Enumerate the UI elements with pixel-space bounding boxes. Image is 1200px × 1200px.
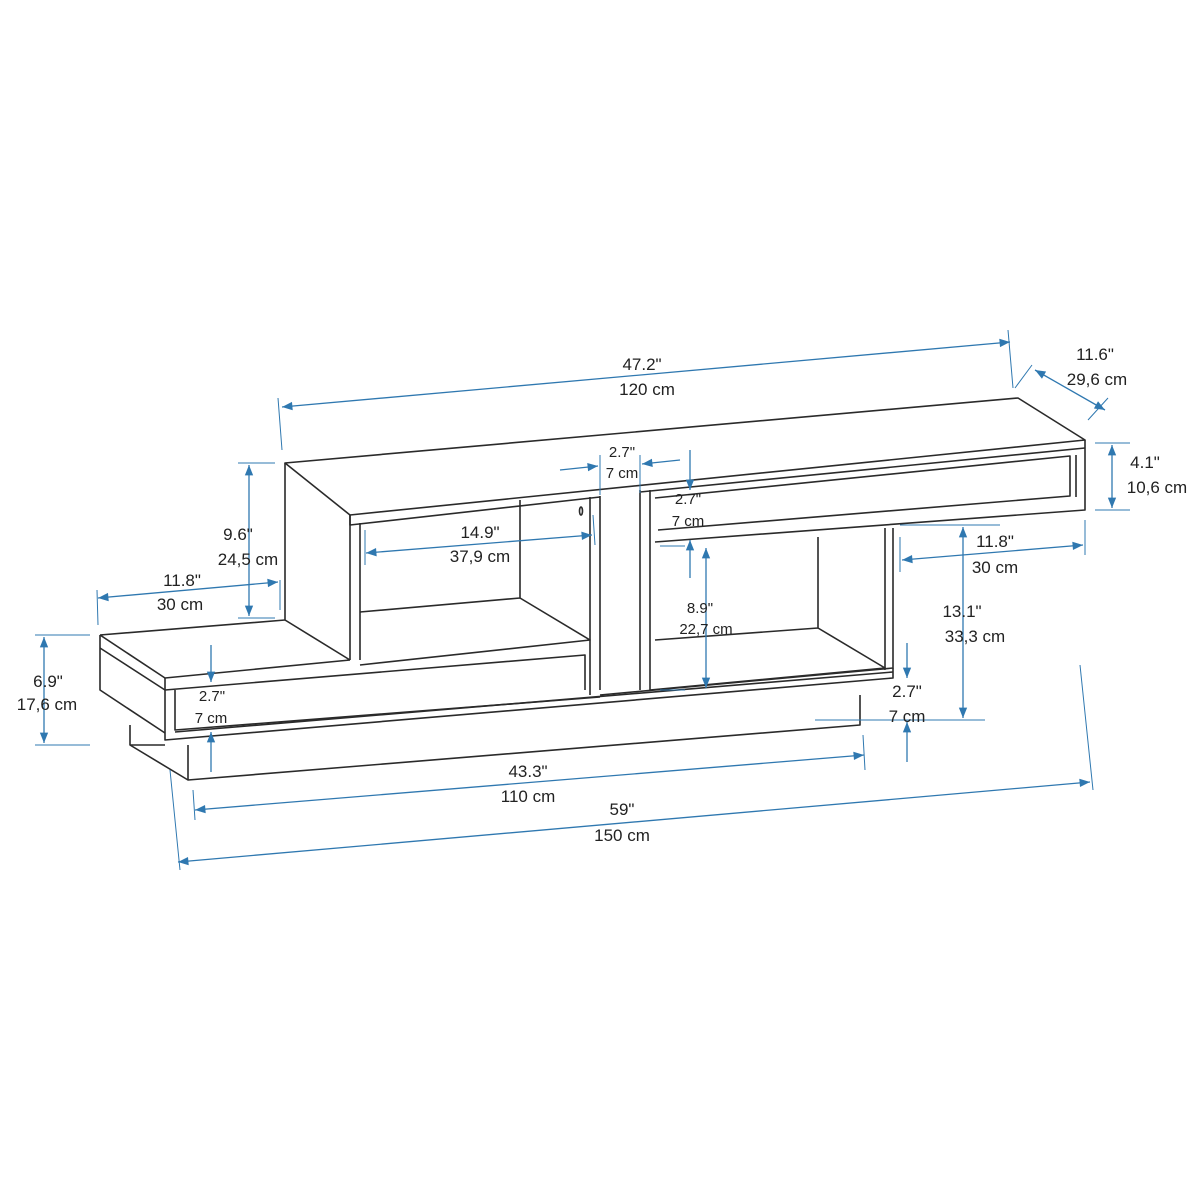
label-left-ledge-cm: 30 cm: [157, 595, 203, 614]
label-bottom-left-height-in: 6.9": [33, 672, 63, 691]
furniture-outline: [99, 397, 1086, 781]
label-overall-width-cm: 150 cm: [594, 826, 650, 845]
label-overall-width-in: 59": [610, 800, 635, 819]
label-base-width-in: 43.3": [508, 762, 547, 781]
label-overall-width-top-in: 47.2": [622, 355, 661, 374]
label-left-cubby-height-in: 9.6": [223, 525, 253, 544]
label-right-top-panel-in: 2.7": [675, 491, 701, 508]
label-right-cubby-height-in: 8.9": [687, 600, 713, 617]
label-base-width-cm: 110 cm: [501, 787, 556, 806]
label-divider-in: 2.7": [609, 444, 635, 461]
label-bottom-right-panel-in: 2.7": [892, 682, 922, 701]
label-divider-cm: 7 cm: [606, 465, 639, 482]
dimension-labels: 47.2" 120 cm 11.6" 29,6 cm 4.1" 10,6 cm …: [17, 345, 1187, 845]
label-depth-in: 11.6": [1076, 345, 1114, 364]
label-left-cubby-height-cm: 24,5 cm: [218, 550, 278, 569]
label-right-top-panel-cm: 7 cm: [672, 513, 705, 530]
label-left-cubby-width-cm: 37,9 cm: [450, 547, 510, 566]
label-right-height-in: 13.1": [942, 602, 981, 621]
label-bottom-left-height-cm: 17,6 cm: [17, 695, 77, 714]
label-right-overhang-cm: 30 cm: [972, 558, 1018, 577]
label-right-overhang-in: 11.8": [976, 532, 1014, 551]
label-depth-cm: 29,6 cm: [1067, 370, 1127, 389]
label-bottom-left-panel-cm: 7 cm: [195, 710, 228, 727]
label-left-ledge-in: 11.8": [163, 571, 201, 590]
label-overall-width-top-cm: 120 cm: [619, 380, 675, 399]
dimension-lines: [35, 329, 1130, 871]
label-bottom-right-panel-cm: 7 cm: [889, 707, 926, 726]
label-right-height-cm: 33,3 cm: [945, 627, 1005, 646]
label-right-cubby-height-cm: 22,7 cm: [679, 621, 732, 638]
label-top-height-in: 4.1": [1130, 453, 1160, 472]
label-bottom-left-panel-in: 2.7": [199, 688, 225, 705]
label-left-cubby-width-in: 14.9": [460, 523, 499, 542]
label-top-height-cm: 10,6 cm: [1127, 478, 1187, 497]
